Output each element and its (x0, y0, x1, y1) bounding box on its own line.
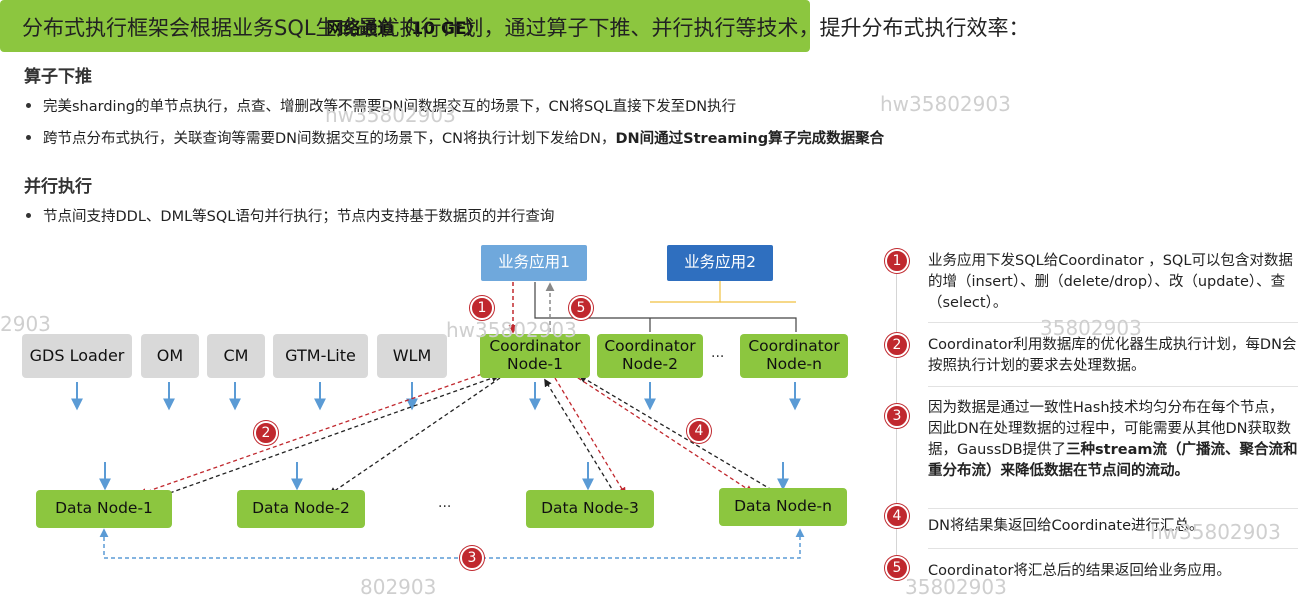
bullet-dot (26, 102, 31, 108)
coordinator-node-2: Coordinator Node-2 (597, 334, 703, 378)
note-4: DN将结果集返回给Coordinate进行汇总。 (928, 518, 1204, 534)
tool-gds-loader: GDS Loader (22, 334, 132, 378)
note-1: 业务应用下发SQL给Coordinator ，SQL可以包含对数据的增（inse… (928, 253, 1293, 312)
data-node-2: Data Node-2 (237, 490, 365, 528)
heading-pushdown: 算子下推 (24, 67, 92, 87)
tool-cm: CM (207, 334, 265, 378)
data-node-n: Data Node-n (719, 488, 847, 526)
watermark: 35802903 (905, 575, 1007, 599)
note-separator (928, 322, 1298, 323)
watermark: 802903 (360, 575, 437, 599)
badge-4: 4 (687, 419, 711, 443)
plan-result-arrows (138, 371, 773, 501)
tool-arrows (71, 382, 801, 411)
coordinator-ellipsis: ... (711, 345, 725, 361)
badge-1: 1 (470, 296, 494, 320)
app-1-box: 业务应用1 (481, 245, 587, 281)
tool-om: OM (141, 334, 199, 378)
data-node-1: Data Node-1 (36, 490, 172, 528)
bullet-pushdown-2: 跨节点分布式执行，关联查询等需要DN间数据交互的场景下，CN将执行计划下发给DN… (26, 127, 884, 148)
coordinator-node-1: Coordinator Node-1 (480, 334, 590, 378)
watermark: hw35802903 (1150, 520, 1281, 544)
bus-dn-arrows (99, 462, 789, 491)
coordinator-node-n: Coordinator Node-n (740, 334, 848, 378)
tool-gtm-lite: GTM-Lite (273, 334, 368, 378)
bullet-dot (26, 212, 31, 218)
note-badge-1: 1 (885, 249, 909, 273)
watermark: hw35802903 (446, 318, 577, 342)
note-badge-3: 3 (885, 404, 909, 428)
bullet-text-bold: DN间通过Streaming算子完成数据聚合 (615, 131, 885, 147)
watermark: 2903 (0, 312, 51, 336)
note-badge-2: 2 (885, 333, 909, 357)
note-separator (928, 548, 1298, 549)
app-2-box: 业务应用2 (667, 245, 773, 281)
note-2: Coordinator利用数据库的优化器生成执行计划，每DN会按照执行计划的要求… (928, 337, 1297, 375)
bullet-dot (26, 134, 31, 140)
bullet-text: 跨节点分布式执行，关联查询等需要DN间数据交互的场景下，CN将执行计划下发给DN… (43, 131, 616, 147)
note-3: 因为数据是通过一致性Hash技术均匀分布在每个节点，因此DN在处理数据的过程中，… (928, 398, 1298, 482)
note-5: Coordinator将汇总后的结果返回给业务应用。 (928, 563, 1231, 579)
data-node-3: Data Node-3 (526, 490, 654, 528)
badge-3: 3 (460, 546, 484, 570)
datanode-ellipsis: ... (438, 495, 452, 511)
watermark: hw35802903 (880, 92, 1011, 116)
note-3-bold: 三种stream流（广播流、聚合流和重分布流）来降低数据在节点间的流动。 (928, 442, 1298, 480)
bullet-parallel-1: 节点间支持DDL、DML等SQL语句并行执行；节点内支持基于数据页的并行查询 (26, 205, 554, 226)
watermark: hw35802903 (325, 103, 456, 127)
note-badge-4: 4 (885, 504, 909, 528)
badge-2: 2 (254, 421, 278, 445)
bullet-text: 完美sharding的单节点执行，点查、增删改等不需要DN间数据交互的场景下，C… (43, 99, 737, 115)
heading-parallel: 并行执行 (24, 177, 92, 197)
note-3-text: 因为数据是通过一致性Hash技术均匀分布在每个节点，因此DN在处理数据的过程中，… (928, 400, 1292, 459)
watermark: 35802903 (1040, 316, 1142, 340)
note-badge-5: 5 (885, 556, 909, 580)
badge-5: 5 (569, 296, 593, 320)
note-separator (928, 386, 1298, 387)
bullet-text: 节点间支持DDL、DML等SQL语句并行执行；节点内支持基于数据页的并行查询 (43, 209, 555, 225)
app-connectors (508, 280, 797, 334)
note-separator (928, 508, 1298, 509)
page-title: 分布式执行框架会根据业务SQL生成最优执行计划，通过算子下推、并行执行等技术，提… (22, 16, 1030, 40)
network-bus: 网络通道（10 GE） (0, 0, 810, 52)
bullet-pushdown-1: 完美sharding的单节点执行，点查、增删改等不需要DN间数据交互的场景下，C… (26, 95, 736, 116)
tool-wlm: WLM (377, 334, 447, 378)
stream-connector (99, 528, 805, 559)
